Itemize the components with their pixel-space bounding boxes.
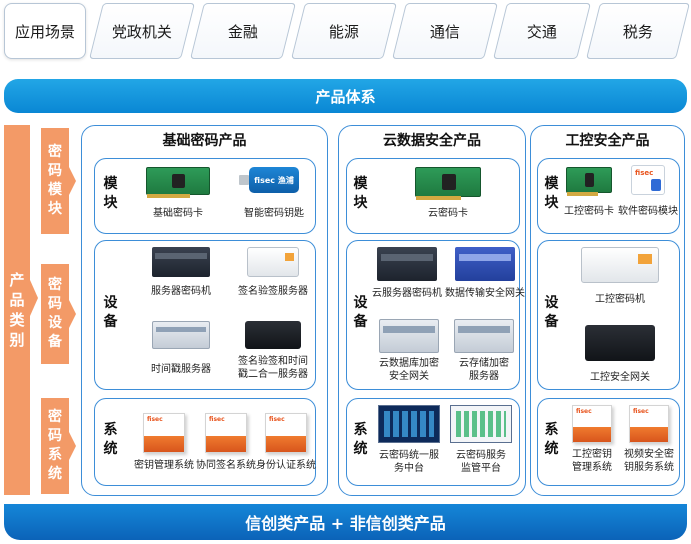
product-identity-auth[interactable]: fisec 身份认证系统 <box>255 413 317 472</box>
dashboard-screen-icon <box>450 405 512 443</box>
row-label: 模块 <box>353 176 368 211</box>
product-video-key-service[interactable]: fisec 视频安全密钥服务系统 <box>620 405 678 474</box>
category-arrow <box>30 280 38 316</box>
server-box-icon <box>581 247 659 283</box>
row-module: 模块 基础密码卡 fisec 渔浦 智能密码钥匙 <box>94 158 316 234</box>
group-basic-crypto: 基础密码产品 模块 基础密码卡 fisec 渔浦 智能密码钥匙 设备 服务器密码… <box>81 125 328 496</box>
product-cloud-crypto-card[interactable]: 云密码卡 <box>393 167 503 220</box>
sub-category-system: 密码系统 <box>41 398 69 494</box>
product-cloud-db-gateway[interactable]: 云数据库加密安全网关 <box>373 319 445 383</box>
scenario-energy[interactable]: 能源 <box>291 3 397 59</box>
group-title: 云数据安全产品 <box>383 133 481 149</box>
product-type-footer: 信创类产品 + 非信创类产品 <box>4 504 687 540</box>
software-box-icon: fisec <box>143 413 185 453</box>
product-sign-verify-server[interactable]: 签名验签服务器 <box>231 247 315 298</box>
scenario-telecom[interactable]: 通信 <box>392 3 498 59</box>
product-category-label: 产品类别 <box>4 125 30 495</box>
scenario-finance[interactable]: 金融 <box>190 3 296 59</box>
software-box-icon: fisec <box>265 413 307 453</box>
rack-silver-icon <box>152 321 210 349</box>
rack-server-icon <box>377 247 437 281</box>
sub-arrow-module <box>69 167 76 195</box>
row-label: 系统 <box>353 422 368 457</box>
group-cloud-data: 云数据安全产品 模块 云密码卡 设备 云服务器密码机 数据传输安全网关 云数据库… <box>338 125 526 496</box>
row-module: 模块 云密码卡 <box>346 158 520 234</box>
product-collab-sign[interactable]: fisec 协同签名系统 <box>195 413 257 472</box>
crypto-card-icon <box>415 167 481 200</box>
usb-key-icon: fisec 渔浦 <box>239 167 299 193</box>
sub-arrow-system <box>69 432 76 460</box>
group-title: 工控安全产品 <box>565 133 650 149</box>
scenario-label: 应用场景 <box>4 3 86 59</box>
product-server-crypto-machine[interactable]: 服务器密码机 <box>135 247 227 298</box>
crypto-card-icon <box>146 167 210 198</box>
software-box-icon: fisec <box>572 405 612 443</box>
product-basic-crypto-card[interactable]: 基础密码卡 <box>137 167 219 220</box>
software-box-icon: fisec <box>629 405 669 443</box>
sub-arrow-device <box>69 300 76 328</box>
row-system: 系统 fisec 密钥管理系统 fisec 协同签名系统 fisec 身份认证系… <box>94 398 316 486</box>
sub-category-device: 密码设备 <box>41 264 69 364</box>
row-device: 设备 云服务器密码机 数据传输安全网关 云数据库加密安全网关 云存储加密服务器 <box>346 240 525 390</box>
row-device: 设备 工控密码机 工控安全网关 <box>537 240 680 390</box>
group-title: 基础密码产品 <box>162 133 247 149</box>
rack-blue-icon <box>455 247 515 281</box>
group-industrial-control: 工控安全产品 模块 工控密码卡 fisec 软件密码模块 设备 工控密码机 工控… <box>530 125 685 496</box>
row-device: 设备 服务器密码机 签名验签服务器 时间戳服务器 签名验签和时间戳二合一服务器 <box>94 240 316 390</box>
server-box-icon <box>247 247 299 277</box>
product-data-transfer-gateway[interactable]: 数据传输安全网关 <box>445 247 525 300</box>
product-smart-key[interactable]: fisec 渔浦 智能密码钥匙 <box>233 167 315 220</box>
crypto-card-icon <box>566 167 612 196</box>
dark-box-icon <box>585 325 655 361</box>
row-label: 系统 <box>103 422 118 457</box>
product-industrial-key-mgmt[interactable]: fisec 工控密钥管理系统 <box>564 405 620 474</box>
row-system: 系统 fisec 工控密钥管理系统 fisec 视频安全密钥服务系统 <box>537 398 680 486</box>
software-module-icon: fisec <box>631 165 665 195</box>
product-industrial-crypto-machine[interactable]: 工控密码机 <box>568 247 672 306</box>
software-box-icon: fisec <box>205 413 247 453</box>
rack-server-icon <box>152 247 210 277</box>
product-sign-timestamp-2in1[interactable]: 签名验签和时间戳二合一服务器 <box>231 321 315 381</box>
row-label: 设备 <box>544 295 559 330</box>
row-system: 系统 云密码统一服务中台 云密码服务监管平台 <box>346 398 520 486</box>
product-timestamp-server[interactable]: 时间戳服务器 <box>135 321 227 376</box>
scenario-party-gov[interactable]: 党政机关 <box>89 3 195 59</box>
product-cloud-crypto-platform[interactable]: 云密码统一服务中台 <box>375 405 443 475</box>
rack-silver-icon <box>454 319 514 353</box>
product-industrial-gateway[interactable]: 工控安全网关 <box>568 325 672 384</box>
scenario-tax[interactable]: 税务 <box>586 3 690 59</box>
product-cloud-server-crypto[interactable]: 云服务器密码机 <box>371 247 443 300</box>
product-software-crypto-module[interactable]: fisec 软件密码模块 <box>618 165 678 218</box>
product-cloud-storage-server[interactable]: 云存储加密服务器 <box>449 319 519 383</box>
product-key-management[interactable]: fisec 密钥管理系统 <box>131 413 197 472</box>
scenario-transport[interactable]: 交通 <box>493 3 591 59</box>
rack-silver-icon <box>379 319 439 353</box>
product-cloud-crypto-supervision[interactable]: 云密码服务监管平台 <box>447 405 515 475</box>
row-label: 系统 <box>544 422 559 457</box>
row-label: 模块 <box>103 176 118 211</box>
sub-category-module: 密码模块 <box>41 128 69 234</box>
product-system-header: 产品体系 <box>4 79 687 113</box>
row-label: 设备 <box>103 295 118 330</box>
row-label: 设备 <box>353 295 368 330</box>
dark-box-icon <box>245 321 301 349</box>
dashboard-screen-icon <box>378 405 440 443</box>
row-label: 模块 <box>544 176 559 211</box>
row-module: 模块 工控密码卡 fisec 软件密码模块 <box>537 158 680 234</box>
product-industrial-crypto-card[interactable]: 工控密码卡 <box>562 167 616 218</box>
